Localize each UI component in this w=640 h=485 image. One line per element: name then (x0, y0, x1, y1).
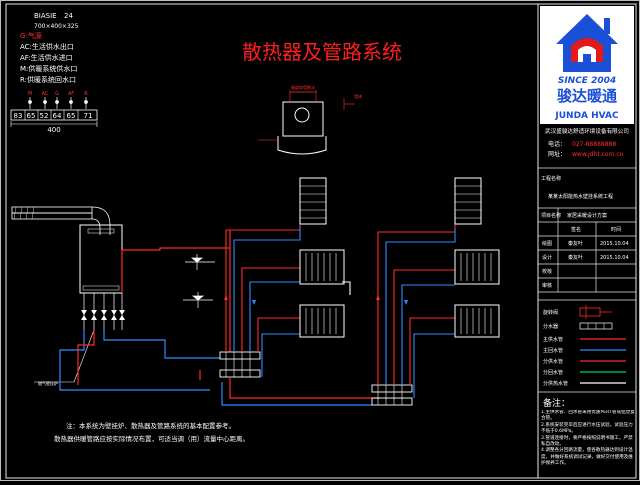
brand-tel-label: 电话： (548, 140, 566, 148)
service-valves (183, 254, 215, 308)
conn-code-m: M (28, 91, 32, 97)
brand-web: www.jdht.com.cn (572, 151, 624, 158)
model-number: 24 (64, 12, 73, 20)
spec-total-width: 400 (47, 126, 60, 134)
flue-detail-side: 墙体 (354, 93, 362, 99)
radiator-towel-2 (454, 177, 482, 225)
radiator-panel-1 (299, 249, 345, 285)
conn-code-ac: AC (42, 91, 49, 97)
spacing-5: 65 (67, 112, 76, 120)
row-design-date: 2015.10.04 (600, 255, 629, 261)
remark-item-3: 3.管道连接时，要严格按照说明书施工，严禁私自改动。 (541, 435, 633, 448)
boiler-dimensions: 700×400×325 (34, 23, 79, 30)
conn-code-g: G (55, 91, 59, 97)
conn-code-r: R (84, 91, 88, 97)
drawing-title: 散热器及管路系统 (242, 40, 402, 64)
radiator-panel-2 (299, 304, 345, 338)
rotary-valve-icon (579, 305, 612, 319)
row-design-name: 秦友叶 (568, 254, 583, 261)
legend-hot-water-out: AC:生活供水出口 (20, 42, 74, 51)
project-value: 某某太阳能热水壁挂系统工程 (548, 193, 613, 200)
remarks-heading: 备注： (543, 397, 570, 409)
spacing-4: 64 (53, 112, 62, 120)
row-draw-role: 绘图 (542, 240, 552, 247)
row-check-role: 校核 (542, 268, 552, 275)
brand-since: SINCE 2004 (558, 76, 616, 86)
model-label: BIASIE (34, 12, 57, 20)
wall-hung-boiler: 燃气壁挂炉 (11, 206, 125, 386)
radiator-panel-4 (454, 304, 500, 338)
item-value: 家居采暖设计方案 (567, 212, 607, 219)
remark-item-4: 4.调整各分回路流量，使各散热器达到设计温度，并做好系统调试记录，做好交付使用及… (541, 448, 633, 467)
flue-detail: 烟道穿墙做法 墙体 (258, 84, 362, 155)
note-line-2: 散热器供暖管路应按实际情况布置，可适当调（用）流量中心距离。 (54, 434, 249, 443)
remark-item-1: 1.主供水管、回水管采用优质PERT管或铝塑复合管。 (541, 410, 635, 422)
flue-detail-note: 烟道穿墙做法 (291, 84, 315, 90)
brand-web-label: 网址： (548, 150, 566, 158)
project-label: 工程名称 (541, 175, 561, 182)
col-time: 时间 (611, 226, 621, 233)
note-line-1: 注：本系统为壁挂炉、散热器及管路系统的基本配置参考。 (66, 421, 235, 430)
legend-hot-water-label: 分供热水管 (543, 380, 568, 387)
remark-item-2: 2.系统安装完毕后应进行水压试验，试验压力不低于0.6MPa。 (541, 422, 633, 435)
spacing-3: 52 (40, 112, 49, 120)
row-draw-date: 2015.10.04 (600, 241, 629, 247)
legend-heating-supply: M:供暖系统供水口 (20, 64, 77, 73)
branch-pipes-2 (377, 212, 456, 398)
pipe-legend: 旋转阀 分水器 主供水管 主回水管 分供水管 分回水管 分供热水管 (543, 305, 626, 387)
item-label: 项目名称 (541, 212, 561, 219)
brand-company: 武汉盛骏达舒适环境设备有限公司 (545, 127, 629, 135)
manifold-2 (371, 384, 413, 406)
house-logo-icon (556, 14, 618, 72)
spacing-6: 71 (84, 112, 93, 120)
boiler-callout: 燃气壁挂炉 (38, 380, 58, 386)
row-draw-name: 秦友叶 (568, 240, 583, 247)
brand-tel: 027-88888888 (572, 141, 616, 148)
col-sign: 签名 (571, 226, 581, 233)
radiator-panel-3 (454, 249, 500, 285)
legend-manifold-label: 分水器 (543, 323, 558, 330)
legend-main-return-label: 主回水管 (543, 347, 563, 354)
boiler-spec-block: BIASIE 24 700×400×325 G:气源 AC:生活供水出口 AF:… (10, 12, 98, 134)
spacing-1: 83 (14, 112, 23, 120)
drawing-border (5, 3, 637, 479)
legend-main-supply-label: 主供水管 (543, 336, 563, 343)
legend-gas: G:气源 (20, 31, 42, 40)
legend-branch-supply-label: 分供水管 (543, 358, 563, 365)
legend-branch-return-label: 分回水管 (543, 369, 563, 376)
brand-name-cn: 骏达暖通 (557, 87, 617, 105)
conn-code-af: AF (68, 91, 74, 97)
legend-valve-label: 旋转阀 (543, 309, 558, 316)
row-approve-role: 审核 (542, 282, 552, 289)
manifold-icon (579, 322, 613, 330)
main-pipes (59, 230, 380, 406)
brand-name-en: JUNDA HVAC (554, 111, 619, 121)
flow-arrows (252, 300, 408, 305)
manifold-1 (219, 351, 261, 378)
row-design-role: 设计 (542, 254, 552, 261)
title-block: SINCE 2004 骏达暖通 JUNDA HVAC 武汉盛骏达舒适环境设备有限… (537, 4, 636, 478)
legend-heating-return: R:供暖系统回水口 (20, 75, 76, 84)
remarks-list: 1.主供水管、回水管采用优质PERT管或铝塑复合管。 2.系统安装完毕后应进行水… (541, 410, 635, 467)
radiator-towel-1 (299, 177, 327, 225)
spacing-2: 65 (27, 112, 36, 120)
legend-cold-water-in: AF:生活供水进口 (20, 53, 73, 62)
